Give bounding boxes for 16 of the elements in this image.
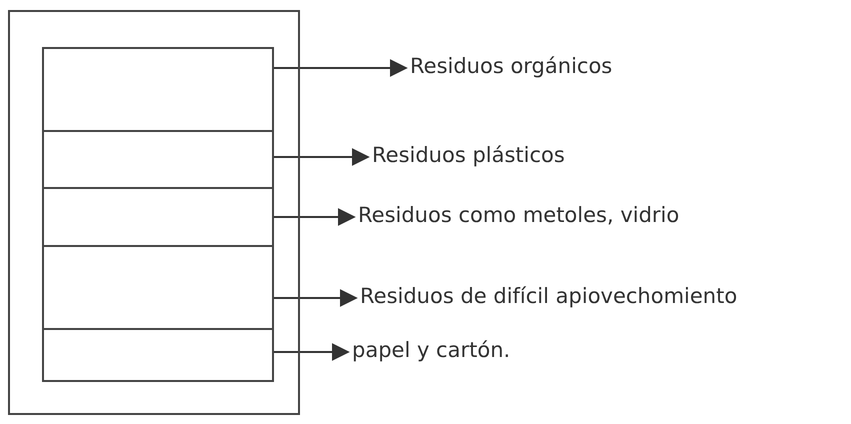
bin-box (8, 10, 300, 415)
arrow (274, 208, 356, 226)
label-text: Residuos orgánicos (410, 53, 612, 83)
compartment-box (42, 132, 274, 189)
compartment-box (42, 47, 274, 132)
arrow (274, 289, 358, 307)
compartment-box (42, 189, 274, 247)
arrow (274, 343, 350, 361)
arrow (274, 59, 408, 77)
label-text: papel y cartón. (352, 337, 510, 367)
label-text: Residuos plásticos (372, 142, 565, 172)
compartment-box (42, 330, 274, 382)
label-text: Residuos de difícil apiovechomiento (360, 283, 738, 313)
label-text: Residuos como metoles, vidrio (358, 202, 680, 232)
arrow (274, 148, 370, 166)
compartment-box (42, 247, 274, 330)
